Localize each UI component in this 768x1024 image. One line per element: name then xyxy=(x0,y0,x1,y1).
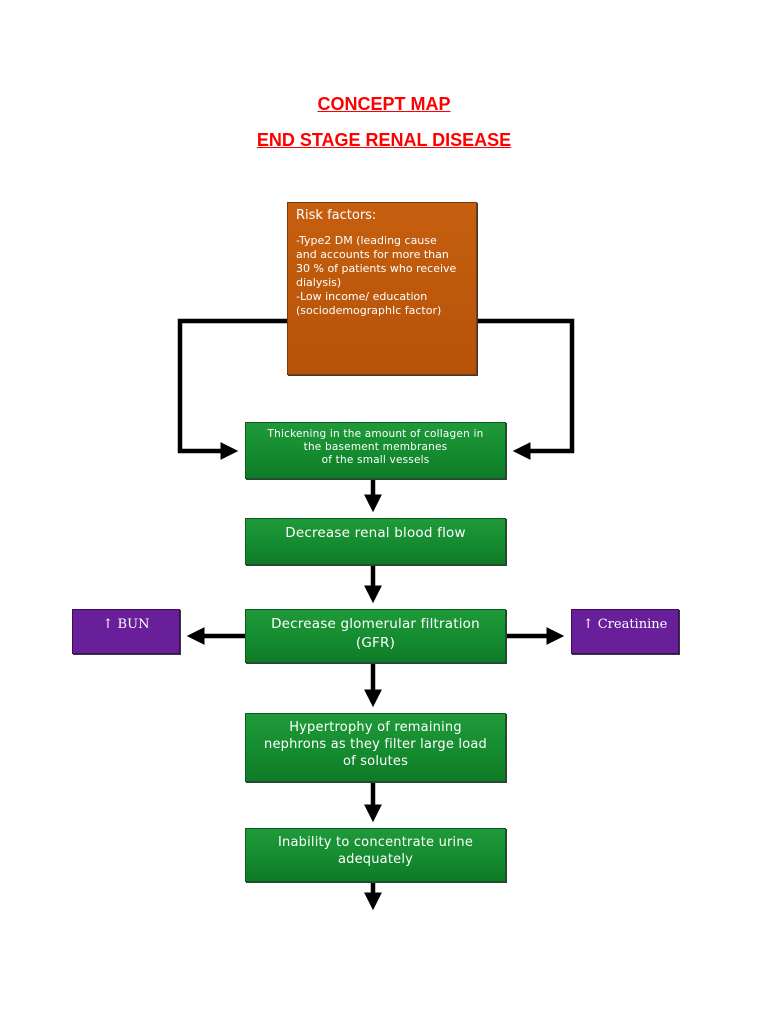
box-text-line: of solutes xyxy=(342,754,409,769)
box-text-line: adequately xyxy=(337,852,414,867)
box-text-line: Inability to concentrate urine xyxy=(277,835,474,850)
gfr-box: Decrease glomerular filtration (GFR) xyxy=(245,609,506,663)
box-text-line: nephrons as they filter large load xyxy=(264,737,487,752)
arrow-risk-right xyxy=(477,318,575,460)
bun-box: ↑ BUN xyxy=(72,609,180,654)
urine-concentration-box: Inability to concentrate urine adequatel… xyxy=(245,828,506,882)
risk-factor-line: -Low income/ education xyxy=(296,290,428,303)
risk-factor-line: dialysis) xyxy=(296,276,342,289)
creatinine-box: ↑ Creatinine xyxy=(571,609,679,654)
map-title: CONCEPT MAP xyxy=(317,94,451,114)
renal-blood-flow-box: Decrease renal blood flow xyxy=(245,518,506,565)
creatinine-label: ↑ Creatinine xyxy=(582,617,668,632)
risk-factors-heading: Risk factors: xyxy=(296,208,377,223)
box-text-line: Decrease glomerular filtration xyxy=(271,616,480,632)
nephron-hypertrophy-box: Hypertrophy of remaining nephrons as the… xyxy=(245,713,506,782)
risk-factor-line: 30 % of patients who receive xyxy=(296,262,457,275)
box-text-line: Decrease renal blood flow xyxy=(285,525,466,541)
box-text-line: of the small vessels xyxy=(321,454,430,466)
map-subtitle: END STAGE RENAL DISEASE xyxy=(256,130,512,150)
risk-factor-line: and accounts for more than xyxy=(296,248,449,261)
box-text-line: the basement membranes xyxy=(303,441,448,453)
collagen-thickening-box: Thickening in the amount of collagen in … xyxy=(245,422,506,479)
box-text-line: (GFR) xyxy=(355,635,396,651)
arrow-risk-left xyxy=(177,318,287,460)
box-text-line: Hypertrophy of remaining xyxy=(289,720,462,735)
risk-factors-box: Risk factors: -Type2 DM (leading cause a… xyxy=(287,202,477,375)
risk-factor-line: -Type2 DM (leading cause xyxy=(296,234,437,247)
bun-label: ↑ BUN xyxy=(102,617,150,632)
risk-factor-line: (sociodemographIc factor) xyxy=(296,304,442,317)
box-text-line: Thickening in the amount of collagen in xyxy=(267,428,484,440)
